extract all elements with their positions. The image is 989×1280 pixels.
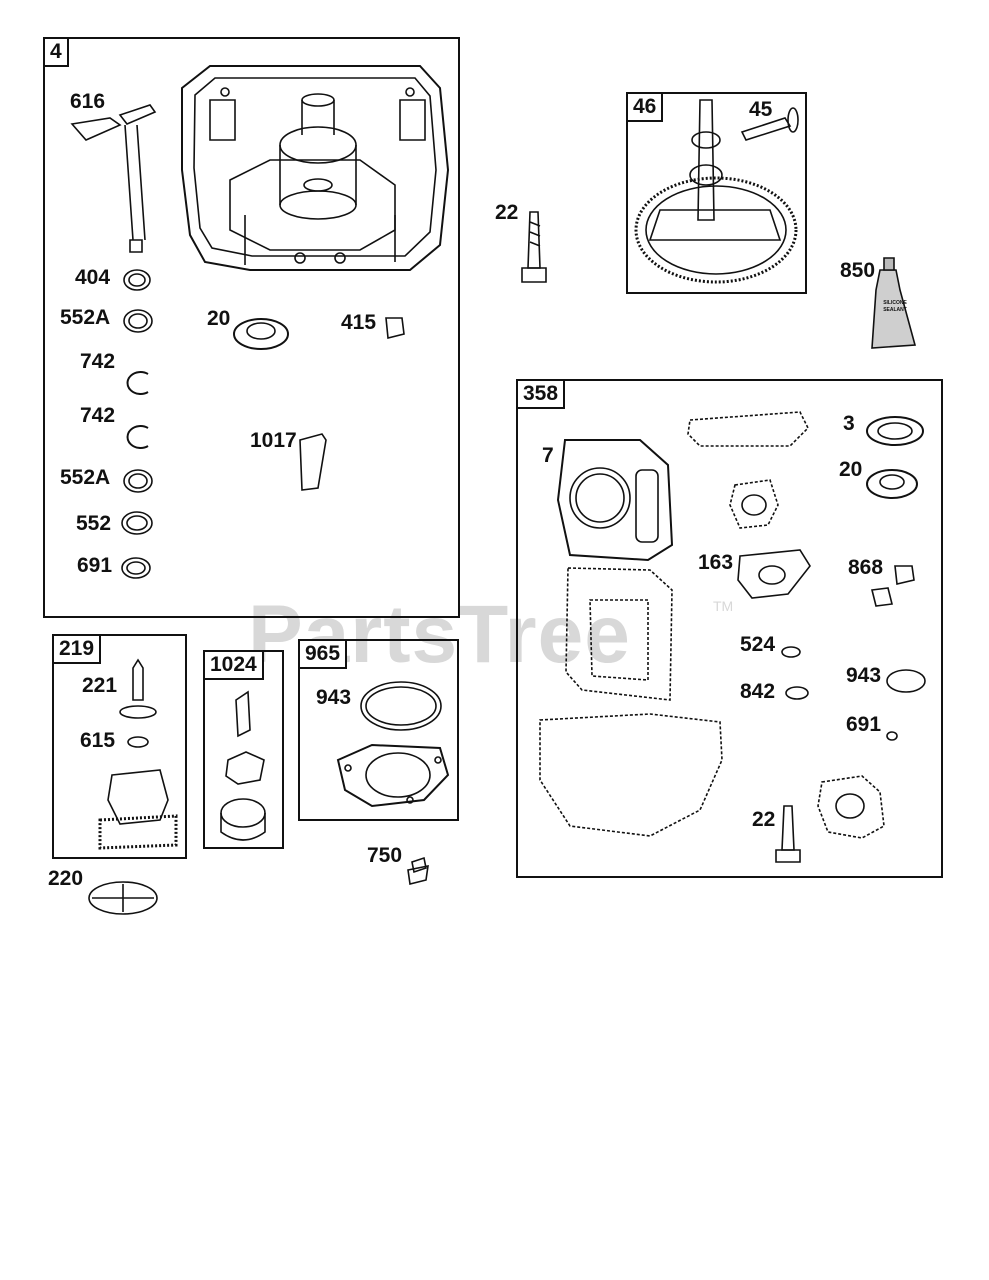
sealant-tube-part <box>871 257 917 349</box>
watermark-trademark: TM <box>713 598 734 614</box>
label-552: 552 <box>76 512 112 535</box>
bolt-part-top <box>521 211 547 283</box>
oil-slinger-parts <box>88 658 178 915</box>
pump-cover-parts <box>336 681 450 885</box>
label-615: 615 <box>80 729 116 752</box>
label-22-a: 22 <box>495 201 519 224</box>
crankcase-part <box>181 65 450 271</box>
camshaft-gear-part <box>634 99 799 284</box>
group-tag-358: 358 <box>516 379 566 409</box>
label-842: 842 <box>740 680 776 703</box>
group-box-46: 46 <box>626 92 807 294</box>
label-750: 750 <box>367 844 403 867</box>
label-45: 45 <box>749 98 773 121</box>
label-404: 404 <box>75 266 111 289</box>
label-22-b: 22 <box>752 808 776 831</box>
label-3: 3 <box>843 412 855 435</box>
group-box-358: 358 <box>516 379 943 878</box>
label-691-a: 691 <box>77 554 113 577</box>
tube-text-line1: SILICONE <box>883 300 907 306</box>
group-tag-46: 46 <box>626 92 664 122</box>
label-220: 220 <box>48 867 84 890</box>
tube-text: SILICONE SEALANT <box>876 300 914 314</box>
label-616: 616 <box>70 90 106 113</box>
group-tag-965: 965 <box>298 639 348 669</box>
label-524: 524 <box>740 633 776 656</box>
label-850: 850 <box>840 259 876 282</box>
gasket-set-parts <box>539 411 926 863</box>
label-221: 221 <box>82 674 118 697</box>
label-691-b: 691 <box>846 713 882 736</box>
label-1017: 1017 <box>250 429 297 452</box>
oil-pump-parts <box>220 690 266 841</box>
label-7: 7 <box>542 444 554 467</box>
label-742-2: 742 <box>80 404 116 427</box>
label-552a-1: 552A <box>60 306 111 329</box>
governor-shaft-part <box>70 104 157 253</box>
tube-text-line2: SEALANT <box>883 307 907 313</box>
label-943-a: 943 <box>316 686 352 709</box>
group-box-4: 4 <box>43 37 460 618</box>
label-552a-2: 552A <box>60 466 111 489</box>
label-943-b: 943 <box>846 664 882 687</box>
label-20-a: 20 <box>207 307 231 330</box>
label-868: 868 <box>848 556 884 579</box>
label-163: 163 <box>698 551 734 574</box>
label-415: 415 <box>341 311 377 334</box>
group-box-219: 219 <box>52 634 187 859</box>
seal-ring-parts <box>121 269 405 579</box>
group-tag-219: 219 <box>52 634 102 664</box>
group-box-1024: 1024 <box>203 650 284 849</box>
label-742-1: 742 <box>80 350 116 373</box>
group-box-965: 965 <box>298 639 459 821</box>
label-20-b: 20 <box>839 458 863 481</box>
group-tag-1024: 1024 <box>203 650 264 680</box>
group-tag-4: 4 <box>43 37 69 67</box>
